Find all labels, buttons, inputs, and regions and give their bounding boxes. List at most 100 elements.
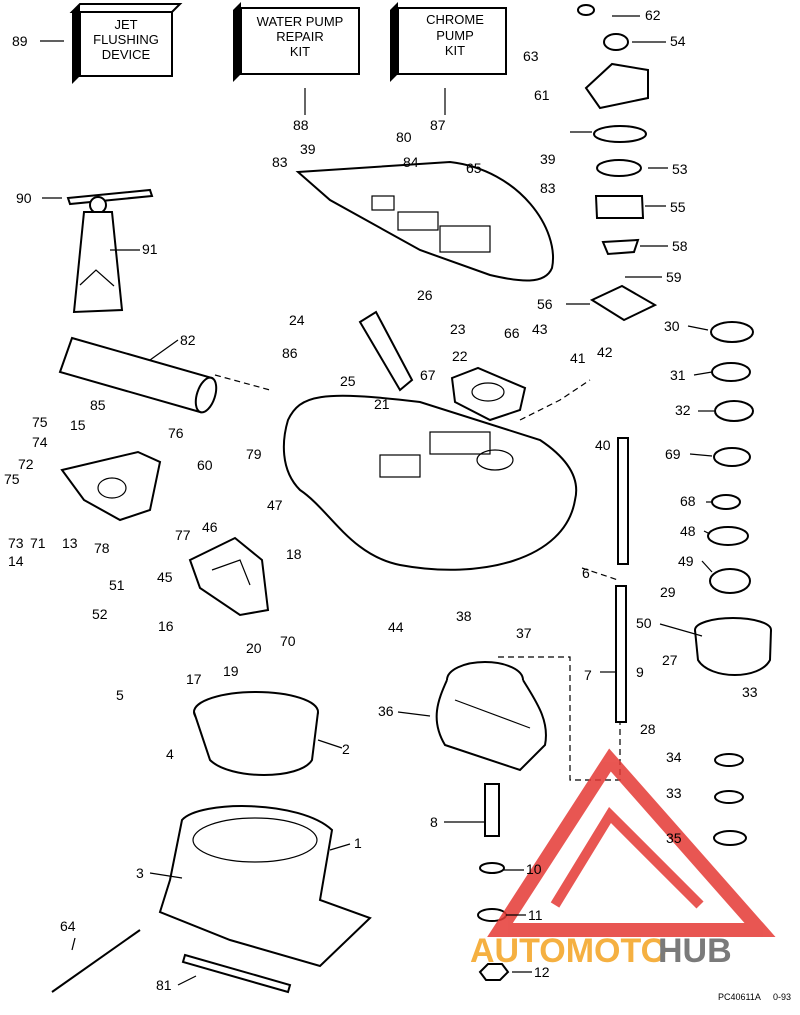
callout-9: 9 — [636, 664, 644, 680]
callout-19: 19 — [223, 663, 239, 679]
drawing-code: PC40611A — [718, 992, 761, 1002]
callout-35: 35 — [666, 830, 682, 846]
callout-55: 55 — [670, 199, 686, 215]
callout-21: 21 — [374, 396, 390, 412]
water-pump-repair-kit-box: WATER PUMP REPAIR KIT — [233, 2, 360, 82]
callout-73: 73 — [8, 535, 24, 551]
callout-42: 42 — [597, 344, 613, 360]
callout-80: 80 — [396, 129, 412, 145]
callout-20: 20 — [246, 640, 262, 656]
intake-housing-part — [158, 805, 372, 968]
chrome-pump-kit-line3: KIT — [445, 43, 465, 58]
callout-82: 82 — [180, 332, 196, 348]
watermark-logo — [487, 748, 776, 937]
callout-81: 81 — [156, 977, 172, 993]
rod-part — [51, 929, 141, 993]
chrome-pump-kit-line1: CHROME — [426, 12, 484, 27]
cam-plate-part — [188, 536, 270, 617]
jet-flushing-device-kit-box: JET FLUSHING DEVICE — [69, 3, 183, 84]
watermark-brand-b: HUB — [658, 932, 732, 970]
flushing-device-part — [66, 188, 154, 314]
callout-51: 51 — [109, 577, 125, 593]
callout-79: 79 — [246, 446, 262, 462]
callout-67: 67 — [420, 367, 436, 383]
chrome-pump-kit-box: CHROME PUMP KIT — [390, 2, 507, 82]
callout-31: 31 — [670, 367, 686, 383]
callout-36: 36 — [378, 703, 394, 719]
callout-14: 14 — [8, 553, 24, 569]
callout-37: 37 — [516, 625, 532, 641]
intake-grate-plate-part — [295, 160, 554, 282]
callout-59: 59 — [666, 269, 682, 285]
callout-63: 63 — [523, 48, 539, 64]
callout-28: 28 — [640, 721, 656, 737]
callout-10: 10 — [526, 861, 542, 877]
jet-flushing-kit-line1: JET — [114, 17, 137, 32]
callout-86: 86 — [282, 345, 298, 361]
drawing-date: 0-93 — [773, 992, 791, 1002]
callout-78: 78 — [94, 540, 110, 556]
assembly-dash-lines — [214, 374, 621, 781]
callout-65: 65 — [466, 160, 482, 176]
callout-58: 58 — [672, 238, 688, 254]
callout-39a: 39 — [300, 141, 316, 157]
callout-87: 87 — [430, 117, 446, 133]
callout-70: 70 — [280, 633, 296, 649]
callout-91: 91 — [142, 241, 158, 257]
callout-2: 2 — [342, 741, 350, 757]
callout-24: 24 — [289, 312, 305, 328]
water-pump-kit-line2: REPAIR — [276, 29, 323, 44]
callout-12: 12 — [534, 964, 550, 980]
callout-25: 25 — [340, 373, 356, 389]
callout-89: 89 — [12, 33, 28, 49]
water-pump-kit-line1: WATER PUMP — [257, 14, 344, 29]
callout-43: 43 — [532, 321, 548, 337]
callout-69: 69 — [665, 446, 681, 462]
callout-11: 11 — [528, 907, 543, 923]
callout-33b: 33 — [666, 785, 682, 801]
cover-flange-part — [450, 366, 527, 422]
jet-flushing-kit-line3: DEVICE — [102, 47, 151, 62]
callout-45: 45 — [157, 569, 173, 585]
callout-32: 32 — [675, 402, 691, 418]
callout-76: 76 — [168, 425, 184, 441]
callout-90: 90 — [16, 190, 32, 206]
callout-88: 88 — [293, 117, 309, 133]
callout-15: 15 — [70, 417, 86, 433]
callout-labels: 1 2 3 4 5 6 7 8 9 10 11 12 13 14 15 16 1… — [4, 7, 758, 993]
water-pump-stack — [577, 4, 658, 322]
shift-lever-bracket-part — [60, 450, 162, 522]
callout-52: 52 — [92, 606, 108, 622]
callout-46: 46 — [202, 519, 218, 535]
bottom-shaft-parts — [477, 783, 510, 981]
callout-5: 5 — [116, 687, 124, 703]
callout-61: 61 — [534, 87, 550, 103]
strap-part — [181, 953, 292, 994]
driveshaft-part — [615, 437, 629, 723]
callout-22: 22 — [452, 348, 468, 364]
callout-64: 64 — [60, 918, 76, 934]
callout-71: 71 — [30, 535, 46, 551]
seals-and-washers — [707, 321, 754, 846]
pump-housing-part — [282, 394, 578, 571]
callout-7: 7 — [584, 667, 592, 683]
callout-26: 26 — [417, 287, 433, 303]
callout-48: 48 — [680, 523, 696, 539]
callout-83a: 83 — [272, 154, 288, 170]
bracket-part — [358, 310, 414, 392]
callout-40: 40 — [595, 437, 611, 453]
leader-lines — [40, 15, 714, 986]
callout-16: 16 — [158, 618, 174, 634]
callout-27: 27 — [662, 652, 678, 668]
callout-17: 17 — [186, 671, 202, 687]
watermark-brand-a: AUTOMOTO — [470, 932, 667, 970]
jet-flushing-kit-line2: FLUSHING — [93, 32, 159, 47]
callout-62: 62 — [645, 7, 661, 23]
callout-23: 23 — [450, 321, 466, 337]
nozzle-ring-part — [193, 691, 319, 776]
callout-56: 56 — [537, 296, 553, 312]
callout-33a: 33 — [742, 684, 758, 700]
callout-44: 44 — [388, 619, 404, 635]
callout-54: 54 — [670, 33, 686, 49]
water-pump-kit-line3: KIT — [290, 44, 310, 59]
